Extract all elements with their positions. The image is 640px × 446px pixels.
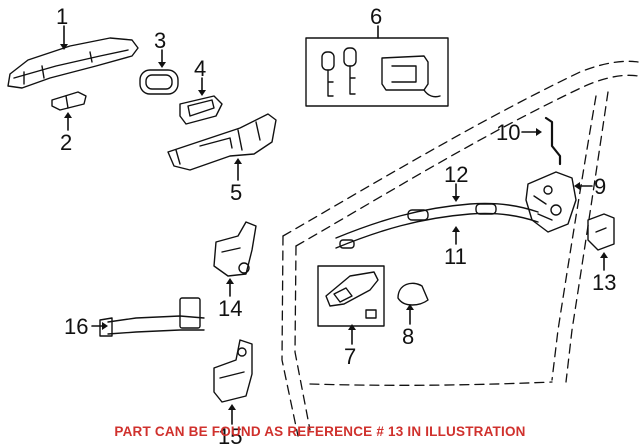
leader-lines	[60, 25, 608, 425]
callout-13: 13	[592, 270, 616, 295]
callout-3: 3	[154, 28, 166, 53]
callout-12: 12	[444, 162, 468, 187]
part-1-outside-handle	[7, 37, 139, 89]
part-5-handle-frame	[167, 113, 277, 171]
part-7-inside-handle	[317, 265, 385, 327]
callout-numbers: 1 2 3 4 5 6 7 8 9 10 11 12 13 14 15 16	[56, 4, 616, 446]
callout-15: 15	[218, 424, 242, 446]
callout-14: 14	[218, 296, 242, 321]
callout-11: 11	[444, 244, 467, 269]
part-14-door-hinge	[213, 221, 257, 277]
callout-4: 4	[194, 56, 206, 81]
callout-16: 16	[64, 314, 88, 339]
part-9-lock-actuator	[525, 171, 577, 233]
door-outline	[281, 60, 639, 437]
part-8-bezel-cap	[397, 282, 429, 306]
callout-9: 9	[594, 174, 606, 199]
callout-5: 5	[230, 180, 242, 205]
part-15-lower-hinge	[213, 339, 253, 403]
part-13-striker-cover	[587, 213, 615, 251]
callout-2: 2	[60, 130, 72, 155]
reference-note: PART CAN BE FOUND AS REFERENCE # 13 IN I…	[114, 424, 526, 439]
callout-7: 7	[344, 344, 356, 369]
part-10-lock-rod	[544, 116, 562, 166]
callout-1: 1	[56, 4, 68, 29]
callout-6: 6	[370, 4, 382, 29]
part-3-gasket	[139, 69, 179, 95]
part-4-gasket	[179, 95, 223, 125]
callout-10: 10	[496, 120, 520, 145]
part-2-handle-cap	[51, 91, 87, 111]
part-6-key-set	[305, 37, 449, 107]
callout-8: 8	[402, 324, 414, 349]
part-11-12-cables	[335, 202, 539, 249]
part-16-door-check	[99, 297, 205, 337]
